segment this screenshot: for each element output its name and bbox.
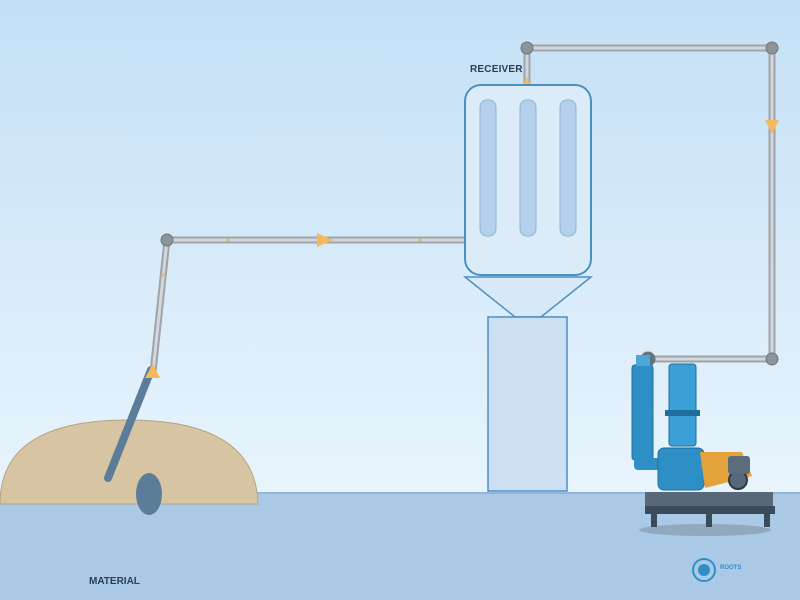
inlet-silencer	[631, 364, 654, 461]
discharge-silencer-flange	[665, 410, 700, 416]
discharge-silencer	[668, 363, 697, 447]
filter-bag	[479, 99, 497, 237]
inlet-silencer-cap	[636, 355, 650, 366]
suction-lance	[104, 366, 155, 482]
material-label: MATERIAL	[89, 576, 140, 587]
pickup-nozzle-end	[136, 473, 162, 515]
roots-logo-icon	[692, 558, 716, 582]
filter-bag	[559, 99, 577, 237]
blower-shadow	[639, 524, 771, 536]
roots-blower-package	[631, 355, 775, 536]
base-leg	[764, 512, 770, 527]
base-leg	[706, 512, 712, 527]
discharge-bin	[487, 316, 568, 492]
blower-housing	[657, 447, 705, 491]
roots-logo-text: ROOTS	[720, 565, 742, 571]
motor-end	[728, 456, 750, 474]
filter-bag	[519, 99, 537, 237]
base-frame	[645, 506, 775, 514]
receiver-label: RECEIVER	[470, 64, 523, 75]
base-top	[645, 492, 773, 506]
base-leg	[651, 512, 657, 527]
receiver-vessel	[462, 84, 594, 492]
